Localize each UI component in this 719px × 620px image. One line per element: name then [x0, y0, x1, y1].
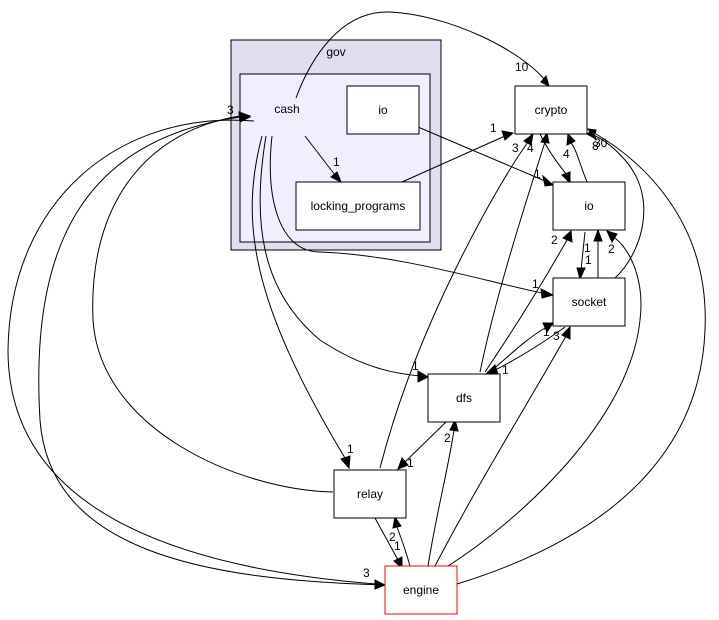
node-dfs[interactable]: dfs — [427, 373, 501, 423]
edge-label-io-crypto: 4 — [563, 147, 570, 161]
edge-label-cash-dfs: 1 — [412, 359, 419, 373]
edge-dfs-io: 2 — [484, 229, 573, 373]
node-socket[interactable]: socket — [552, 277, 626, 327]
node-crypto[interactable]: crypto — [514, 85, 588, 135]
edge-label-cash-locking-programs: 1 — [333, 155, 340, 169]
edge-dfs-crypto: 4 — [479, 131, 550, 373]
node-socket-box — [552, 277, 626, 327]
edge-label-cash-relay: 1 — [347, 442, 354, 456]
node-io[interactable]: io — [552, 181, 626, 231]
edge-engine-relay: 1 — [392, 515, 411, 567]
edge-engine-io: 2 — [447, 230, 642, 567]
node-locking-programs[interactable]: locking_programs — [295, 181, 421, 231]
edge-label-io-socket: 1 — [584, 241, 591, 255]
edge-locking-programs-crypto: 1 — [401, 121, 515, 183]
node-relay-box — [333, 469, 407, 519]
edge-label-cash-socket: 1 — [532, 277, 539, 291]
node-dfs-label: dfs — [456, 391, 472, 405]
edge-relay-crypto: 3 — [379, 132, 534, 469]
node-dfs-box — [427, 373, 501, 423]
node-io-label: io — [584, 199, 594, 213]
node-io-box — [552, 181, 626, 231]
edge-cash-relay: 1 — [251, 135, 354, 470]
node-crypto-label: crypto — [535, 103, 568, 117]
edge-cash-dfs: 1 — [259, 135, 430, 383]
edge-label-engine-relay: 1 — [394, 539, 401, 553]
edge-label-dfs-io: 2 — [551, 233, 558, 247]
edge-engine-socket: 3 — [434, 325, 571, 567]
edge-gov-io-io: 1 — [417, 126, 555, 187]
node-engine-label: engine — [403, 583, 439, 597]
edge-label-socket-dfs: 1 — [502, 363, 509, 377]
edge-engine-cash — [38, 112, 386, 586]
node-crypto-box — [514, 85, 588, 135]
edge-cash-crypto: 10 — [295, 11, 550, 99]
edge-label-engine-io: 2 — [608, 242, 615, 256]
edge-label-relay-crypto: 3 — [512, 141, 519, 155]
edge-label-dfs-crypto: 4 — [527, 141, 534, 155]
edge-label-cash-crypto: 10 — [515, 60, 529, 74]
edge-label-locking-programs-crypto: 1 — [490, 121, 497, 135]
edge-label-dfs-relay: 1 — [407, 456, 414, 470]
node-relay[interactable]: relay — [333, 469, 407, 519]
edge-io-crypto: 4 — [563, 132, 588, 183]
edge-engine-dfs: 2 — [427, 418, 459, 567]
node-locking-programs-label: locking_programs — [311, 199, 406, 213]
node-engine-box — [384, 565, 458, 615]
edge-relay-engine: 2 — [374, 517, 403, 570]
node-socket-label: socket — [572, 295, 607, 309]
edge-cash-socket: 1 — [269, 135, 555, 299]
edge-label-socket-io: 1 — [585, 253, 592, 267]
node-gov-io-label: io — [378, 103, 388, 117]
node-cash-label: cash — [274, 102, 299, 116]
edge-label-dfs-socket: 1 — [543, 325, 550, 339]
edge-label-relay-engine: 2 — [389, 530, 396, 544]
node-cash[interactable]: cash — [274, 102, 299, 116]
edge-label-engine-dfs: 2 — [444, 431, 451, 445]
edge-io-socket: 1 — [576, 231, 591, 281]
node-relay-label: relay — [357, 487, 383, 501]
edge-label-cash-engine: 3 — [363, 566, 370, 580]
node-engine[interactable]: engine — [384, 565, 458, 615]
cluster-gov-label: gov — [326, 45, 345, 59]
edge-dfs-relay: 1 — [397, 421, 447, 470]
edge-socket-io: 1 — [585, 228, 603, 278]
node-gov-io-box — [346, 85, 420, 135]
edge-engine-crypto: 30 — [456, 128, 706, 585]
edge-label-gov-io-io: 1 — [534, 167, 541, 181]
edge-cash-locking-programs: 1 — [304, 135, 342, 184]
edge-cash-engine: 3 — [7, 119, 387, 590]
node-gov-io[interactable]: io — [346, 85, 420, 135]
edge-label-socket-crypto: 8 — [592, 139, 599, 153]
edge-label-relay-cash: 3 — [227, 103, 234, 117]
edge-socket-dfs: 1 — [485, 326, 566, 377]
node-locking-programs-box — [295, 181, 421, 231]
edge-label-engine-socket: 3 — [553, 329, 560, 343]
edge-label-engine-crypto: 30 — [594, 136, 608, 150]
edge-dfs-socket: 1 — [489, 322, 554, 373]
